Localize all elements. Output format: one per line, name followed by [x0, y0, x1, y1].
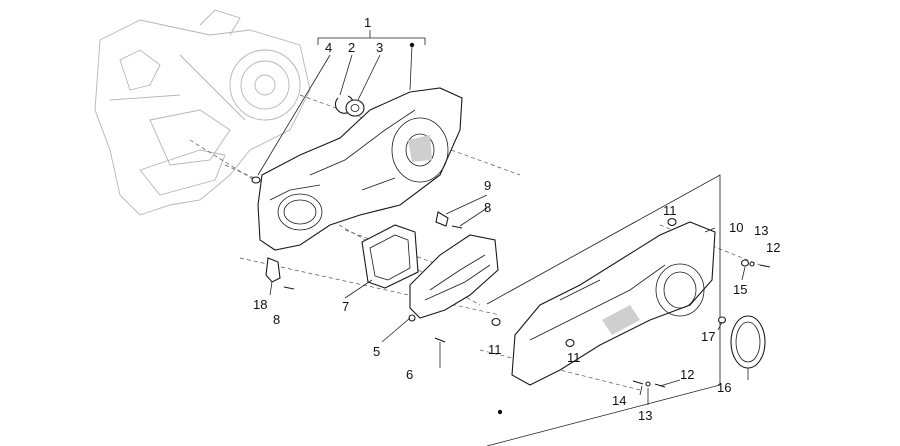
rubber-air-duct	[361, 224, 419, 289]
callout-16: 16	[717, 380, 731, 395]
assembly-frame-10	[486, 174, 721, 446]
callout-13-bottom: 13	[638, 408, 652, 423]
inspection-cap	[730, 315, 766, 369]
bracket	[265, 257, 281, 283]
fasteners	[283, 217, 771, 388]
callout-8-lower: 8	[273, 312, 280, 327]
callout-12-bottom: 12	[680, 367, 694, 382]
callout-12-right: 12	[766, 240, 780, 255]
callout-14: 14	[612, 393, 626, 408]
callout-3: 3	[376, 40, 383, 55]
inner-transmission-cover	[257, 87, 463, 251]
callout-17: 17	[701, 329, 715, 344]
callout-1: 1	[364, 15, 371, 30]
callout-9: 9	[484, 178, 491, 193]
callout-15: 15	[733, 282, 747, 297]
callout-10: 10	[729, 220, 743, 235]
callout-18: 18	[253, 297, 267, 312]
air-intake-scoop	[408, 234, 499, 322]
callout-6: 6	[406, 367, 413, 382]
callout-8-upper: 8	[484, 200, 491, 215]
leader-lines	[257, 42, 749, 415]
small-bracket	[435, 211, 449, 227]
callout-5: 5	[373, 344, 380, 359]
callout-4: 4	[325, 40, 332, 55]
callout-13-right: 13	[754, 223, 768, 238]
dowel-pin	[251, 176, 261, 184]
engine-crankcase-ghost	[94, 9, 311, 216]
callout-7: 7	[342, 299, 349, 314]
bearing	[345, 99, 365, 117]
callout-labels: 1 2 3 4 5 6 7 8 8 9 10 11 11 11 12 12 13…	[253, 15, 780, 423]
callout-11-top: 11	[663, 203, 677, 218]
callout-11-mid: 11	[567, 350, 581, 365]
callout-11-left: 11	[488, 342, 502, 357]
outer-transmission-cover	[511, 221, 716, 386]
assembly-bracket-1	[317, 30, 426, 45]
callout-2: 2	[348, 40, 355, 55]
